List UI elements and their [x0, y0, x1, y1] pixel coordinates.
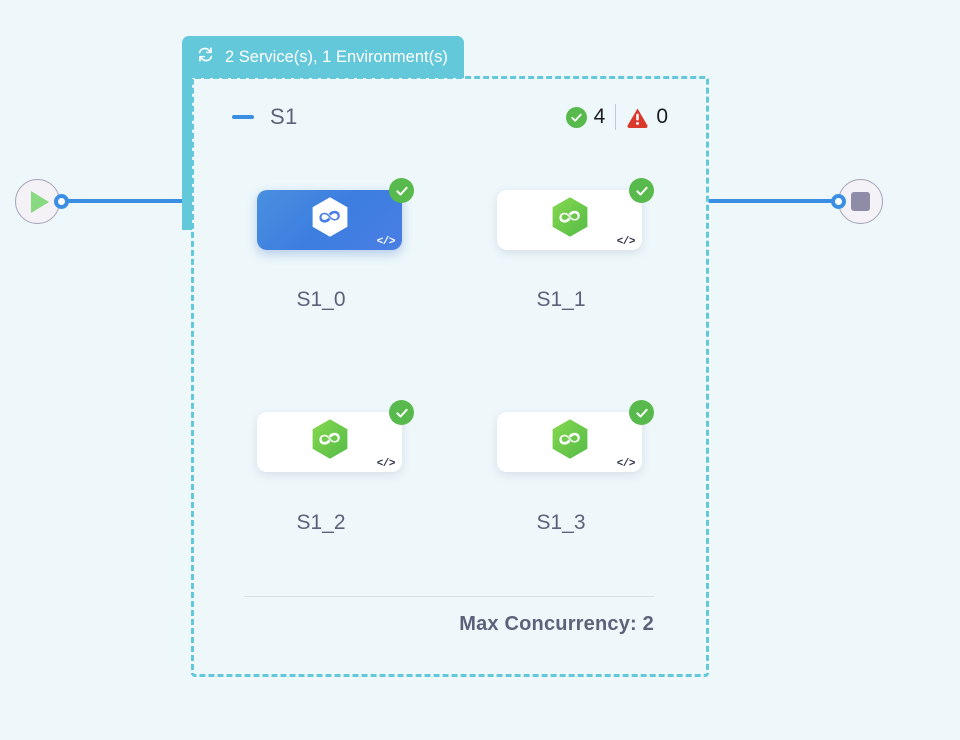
group-tab-title: 2 Service(s), 1 Environment(s): [225, 47, 448, 66]
play-icon: [31, 190, 49, 213]
check-badge-icon: [389, 178, 414, 203]
check-badge-icon: [629, 400, 654, 425]
warning-triangle-icon: [626, 107, 649, 128]
service-card-s1-2[interactable]: </>: [257, 400, 414, 472]
edge-start-to-group[interactable]: [62, 199, 190, 203]
minus-icon[interactable]: [232, 115, 254, 119]
group-container[interactable]: [191, 76, 709, 677]
group-name-label: S1: [270, 104, 298, 129]
group-tab-stem: [182, 70, 192, 230]
warning-stat: 0: [626, 105, 668, 129]
check-badge-icon: [389, 400, 414, 425]
max-concurrency-label: Max Concurrency: 2: [459, 613, 654, 635]
refresh-loop-icon: [196, 45, 215, 69]
warning-count: 0: [656, 105, 668, 128]
nodejs-hexagon-icon: [550, 418, 590, 467]
edge-group-to-end[interactable]: [708, 199, 838, 203]
success-count: 4: [593, 105, 606, 128]
footer-divider: [244, 596, 654, 597]
service-card-s1-0[interactable]: </>: [257, 178, 414, 250]
group-stats: 4 0: [565, 104, 668, 130]
code-icon: </>: [376, 458, 396, 470]
group-tab[interactable]: 2 Service(s), 1 Environment(s): [182, 36, 464, 78]
service-card-s1-1[interactable]: </>: [497, 178, 654, 250]
success-stat: 4: [565, 105, 606, 129]
end-node-handle[interactable]: [831, 194, 846, 209]
stop-icon: [851, 192, 870, 211]
stats-divider: [615, 104, 617, 130]
code-icon: </>: [616, 236, 636, 248]
start-node-handle[interactable]: [54, 194, 69, 209]
service-label-s1-1: S1_1: [536, 288, 586, 311]
service-label-s1-3: S1_3: [536, 511, 586, 534]
group-header-row: S1 4 0: [232, 104, 668, 130]
nodejs-hexagon-icon: [310, 196, 350, 245]
code-icon: </>: [376, 236, 396, 248]
code-icon: </>: [616, 458, 636, 470]
service-label-s1-2: S1_2: [296, 511, 346, 534]
start-node[interactable]: [15, 179, 60, 224]
check-badge-icon: [629, 178, 654, 203]
service-card-s1-3[interactable]: </>: [497, 400, 654, 472]
service-label-s1-0: S1_0: [296, 288, 346, 311]
check-circle-icon: [565, 106, 587, 128]
nodejs-hexagon-icon: [310, 418, 350, 467]
nodejs-hexagon-icon: [550, 196, 590, 245]
